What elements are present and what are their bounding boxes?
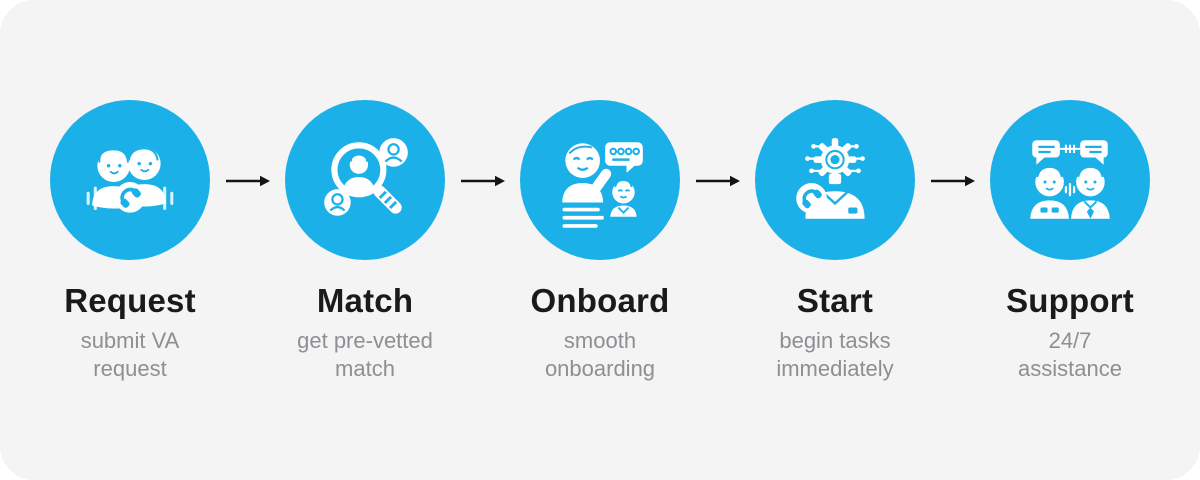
step-support: Support 24/7 assistance — [976, 100, 1165, 383]
automation-gear-icon — [796, 138, 865, 219]
subtitle-line: smooth — [563, 328, 637, 353]
support-chat-icon — [1030, 140, 1110, 219]
step-request: Request submit VA request — [36, 100, 225, 383]
step-circle — [520, 100, 680, 260]
step-subtitle: submit VA request — [81, 327, 180, 383]
arrow-right-icon — [695, 174, 741, 188]
step-circle — [755, 100, 915, 260]
step-circle — [990, 100, 1150, 260]
step-title: Request — [64, 282, 196, 319]
subtitle-line: onboarding — [544, 356, 656, 381]
step-subtitle: get pre-vetted match — [297, 327, 433, 383]
arrow-right-icon — [460, 174, 506, 188]
subtitle-line: 24/7 — [1048, 328, 1092, 353]
step-title: Match — [316, 282, 414, 319]
clients-call-icon — [86, 147, 174, 213]
subtitle-line: match — [335, 356, 395, 381]
steps-row: Request submit VA request — [36, 100, 1165, 383]
subtitle-line: get pre-vetted — [297, 328, 433, 353]
step-circle — [50, 100, 210, 260]
step-title: Start — [796, 282, 874, 319]
arrow-right-icon — [930, 174, 976, 188]
onboarding-wave-icon — [562, 142, 643, 228]
subtitle-line: begin tasks — [779, 328, 891, 353]
candidate-search-icon — [324, 138, 408, 216]
step-circle — [285, 100, 445, 260]
step-title: Onboard — [530, 282, 670, 319]
arrow-right-icon — [225, 174, 271, 188]
subtitle-line: submit VA — [80, 328, 180, 353]
subtitle-line: request — [93, 356, 167, 381]
step-start: Start begin tasks immediately — [741, 100, 930, 383]
subtitle-line: immediately — [776, 356, 894, 381]
step-subtitle: begin tasks immediately — [776, 327, 893, 383]
step-subtitle: smooth onboarding — [545, 327, 655, 383]
step-subtitle: 24/7 assistance — [1018, 327, 1122, 383]
step-title: Support — [1006, 282, 1134, 319]
subtitle-line: assistance — [1018, 356, 1122, 381]
step-match: Match get pre-vetted match — [271, 100, 460, 383]
step-onboard: Onboard smooth onboarding — [506, 100, 695, 383]
